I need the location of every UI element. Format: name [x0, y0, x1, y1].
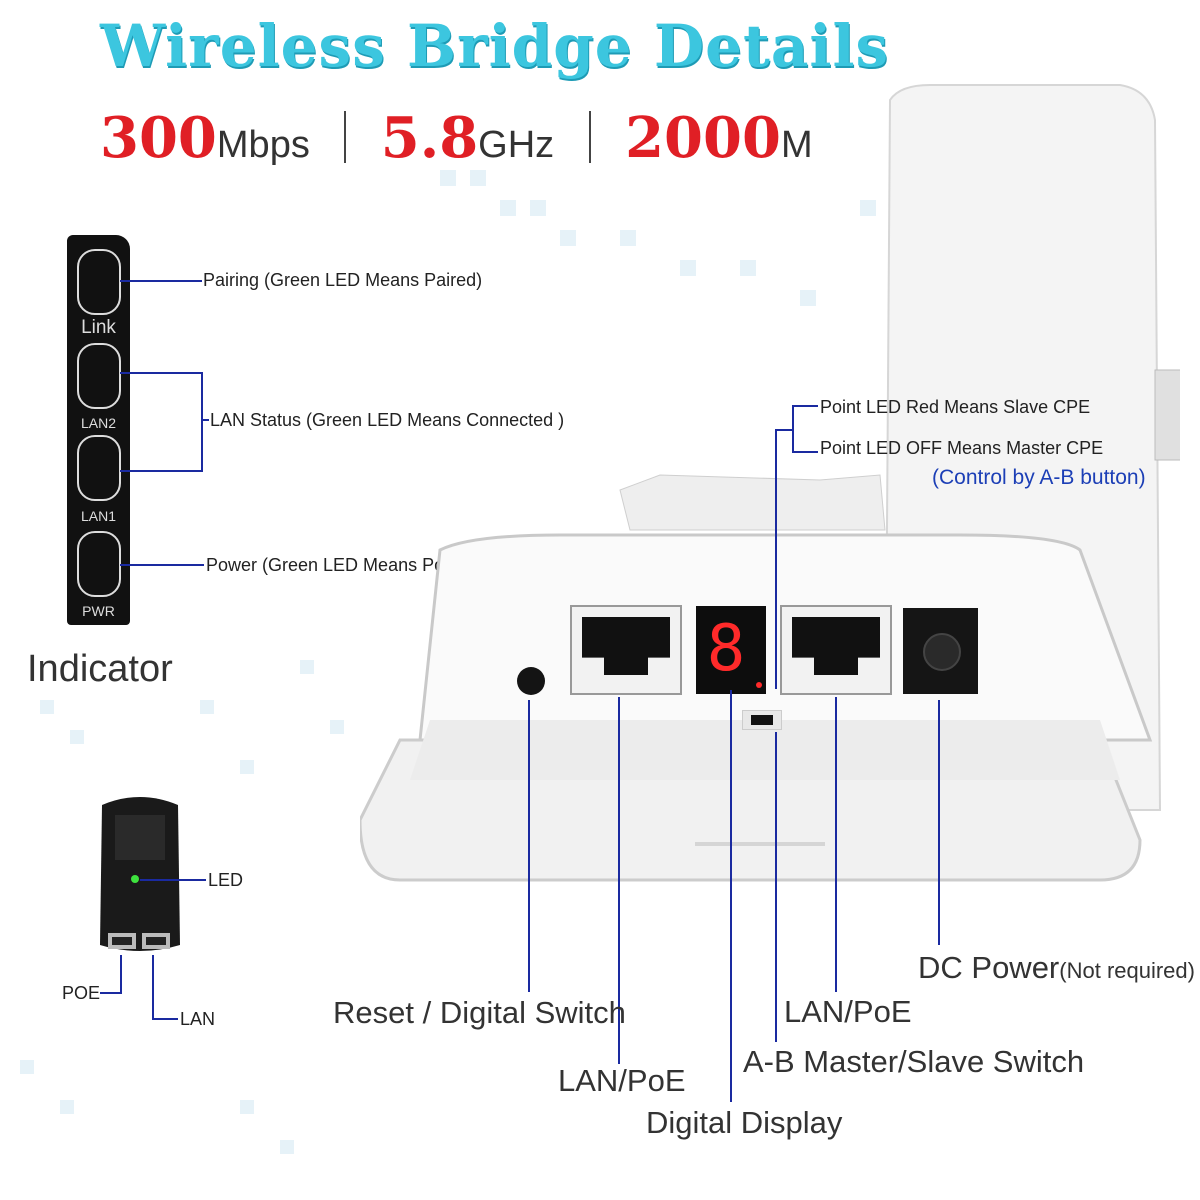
ab-switch[interactable]: [742, 710, 782, 730]
link-led: [77, 249, 121, 315]
wireless-bridge-device-image: [360, 84, 1180, 882]
lan1-led-label: LAN1: [80, 508, 117, 524]
lan-poe-port-1[interactable]: [570, 605, 682, 695]
pwr-led: [77, 531, 121, 597]
callout-line: [792, 405, 818, 407]
lan1-led: [77, 435, 121, 501]
page-title: Wireless Bridge Details: [100, 12, 890, 80]
callout-line: [775, 429, 794, 431]
callout-line: [120, 280, 202, 282]
callout-line: [938, 700, 940, 945]
link-led-label: Link: [81, 317, 116, 338]
spec-frequency-value: 5.8: [380, 105, 479, 171]
adapter-poe-label: POE: [62, 983, 101, 1003]
dc-power-jack[interactable]: [903, 608, 978, 694]
callout-line: [792, 451, 818, 453]
callout-line: [100, 992, 122, 994]
pairing-description: Pairing (Green LED Means Paired): [203, 270, 483, 290]
lan2-led-label: LAN2: [80, 415, 117, 431]
callout-line: [618, 697, 620, 1064]
display-digit: 8: [706, 612, 746, 686]
spec-speed-unit: Mbps: [216, 124, 310, 166]
lan-poe-2-label: LAN/PoE: [784, 994, 912, 1029]
callout-line: [140, 879, 206, 881]
callout-line: [201, 372, 203, 472]
spec-divider: [344, 111, 347, 163]
lan-poe-port-2[interactable]: [780, 605, 892, 695]
point-led: [756, 682, 762, 688]
dc-power-label: DC Power: [918, 950, 1060, 985]
callout-line: [120, 564, 204, 566]
reset-label: Reset / Digital Switch: [333, 995, 626, 1030]
digital-display-label: Digital Display: [646, 1105, 843, 1140]
reset-button[interactable]: [517, 667, 545, 695]
dc-power-note: (Not required): [1059, 958, 1195, 983]
lan2-led: [77, 343, 121, 409]
callout-line: [120, 955, 122, 993]
callout-line: [120, 470, 202, 472]
callout-line: [152, 955, 154, 1020]
callout-line: [201, 419, 209, 421]
spec-speed-value: 300: [100, 105, 217, 171]
callout-line: [120, 372, 202, 374]
pwr-led-label: PWR: [82, 603, 115, 619]
spec-divider: [588, 111, 591, 163]
power-description: Power (Green LED Means Power On): [206, 555, 509, 575]
control-note: (Control by A-B button): [932, 466, 1146, 489]
ab-switch-label: A-B Master/Slave Switch: [743, 1044, 1085, 1079]
point-led-off-note: Point LED OFF Means Master CPE: [820, 438, 1104, 458]
indicator-led-strip: Link LAN2 LAN1 PWR: [67, 235, 130, 625]
callout-line: [730, 690, 732, 1102]
spec-range-unit: M: [780, 124, 813, 166]
callout-line: [775, 429, 777, 689]
indicator-title: Indicator: [27, 648, 173, 690]
digital-display: 8: [696, 606, 766, 694]
callout-line: [775, 732, 777, 1042]
specs-row: 300Mbps 5.8GHz 2000M: [100, 105, 813, 171]
poe-adapter-image: [100, 797, 180, 951]
dc-power-label-group: DC Power(Not required): [918, 950, 1195, 986]
spec-range-value: 2000: [625, 105, 781, 171]
spec-frequency-unit: GHz: [478, 124, 555, 166]
callout-line: [835, 697, 837, 992]
callout-line: [152, 1018, 178, 1020]
point-led-red-note: Point LED Red Means Slave CPE: [820, 397, 1091, 417]
adapter-lan-label: LAN: [180, 1009, 216, 1029]
callout-line: [528, 700, 530, 992]
lan-poe-1-label: LAN/PoE: [558, 1063, 686, 1098]
lan-status-description: LAN Status (Green LED Means Connected ): [210, 410, 565, 430]
adapter-led-label: LED: [208, 870, 244, 890]
